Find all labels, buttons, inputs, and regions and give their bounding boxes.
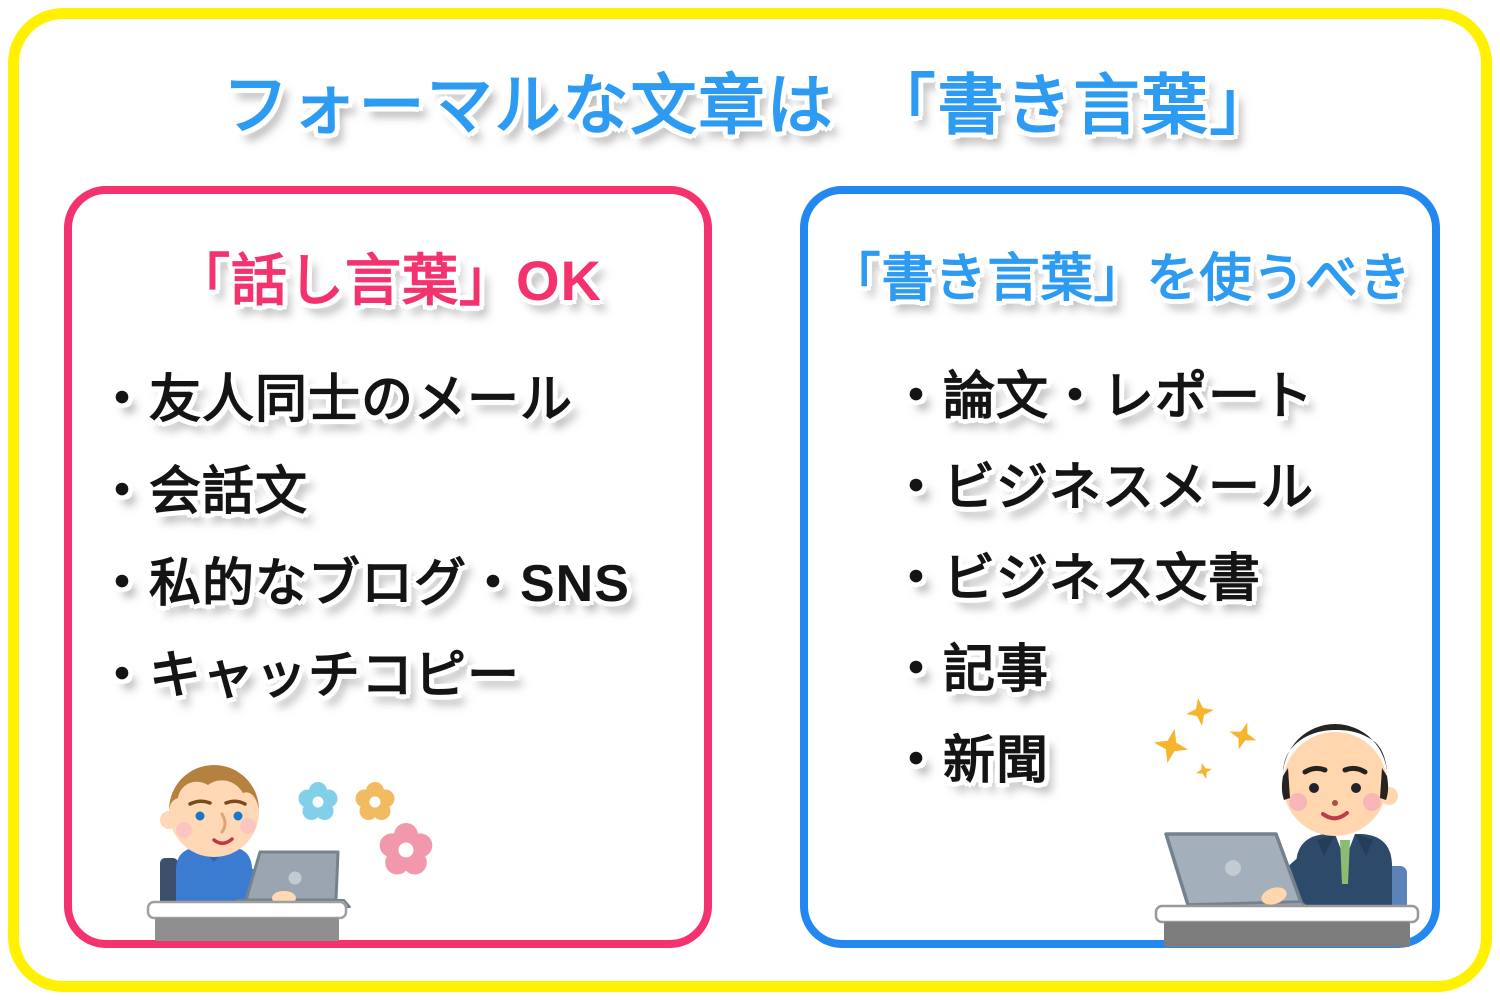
sparkle-icon xyxy=(1153,698,1257,780)
businessman-head xyxy=(1281,724,1398,836)
spoken-language-box: 「話し言葉」OK ・友人同士のメール ・会話文 ・私的なブログ・SNS ・キャッ… xyxy=(64,186,712,948)
list-item: ・ビジネス文書 xyxy=(890,550,1262,608)
person-head xyxy=(160,765,259,857)
list-item: ・キャッチコピー xyxy=(96,647,521,705)
list-item: ・記事 xyxy=(890,641,1050,699)
list-item: ・新聞 xyxy=(890,732,1050,790)
businessman-laptop-illustration xyxy=(1153,698,1420,947)
casual-person-laptop-illustration xyxy=(146,765,433,941)
spoken-language-list: ・友人同士のメール ・会話文 ・私的なブログ・SNS ・キャッチコピー xyxy=(96,354,630,722)
page-title: フォーマルな文章は 「書き言葉」 xyxy=(222,68,1278,142)
spoken-language-header: 「話し言葉」OK xyxy=(174,249,602,312)
desk xyxy=(146,900,348,941)
desk xyxy=(1154,904,1420,947)
list-item: ・会話文 xyxy=(96,463,309,521)
flower-icon xyxy=(355,782,395,820)
laptop-icon xyxy=(1164,832,1311,911)
written-language-list: ・論文・レポート ・ビジネスメール ・ビジネス文書 ・記事 ・新聞 xyxy=(890,352,1314,807)
chair xyxy=(160,858,178,906)
list-item: ・友人同士のメール xyxy=(96,371,574,429)
list-item: ・論文・レポート xyxy=(890,368,1315,426)
necktie xyxy=(1340,840,1350,884)
written-language-box: 「書き言葉」を使うべき ・論文・レポート ・ビジネスメール ・ビジネス文書 ・記… xyxy=(800,186,1440,948)
list-item: ・ビジネスメール xyxy=(890,459,1315,517)
list-item: ・私的なブログ・SNS xyxy=(96,555,630,613)
flower-icon xyxy=(379,823,433,875)
hand xyxy=(1261,887,1287,905)
flower-icon xyxy=(298,782,338,820)
written-language-header: 「書き言葉」を使うべき xyxy=(828,250,1412,308)
hair xyxy=(169,765,259,810)
